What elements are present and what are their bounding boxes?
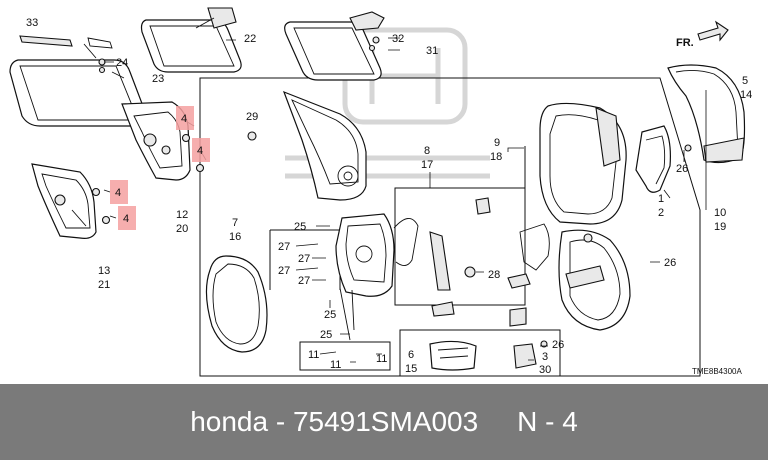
callout-27c: 27 (278, 265, 290, 277)
callout-31: 31 (426, 45, 438, 57)
callout-32: 32 (392, 33, 404, 45)
callout-11b: 11 (330, 359, 341, 371)
callout-9: 9 (494, 137, 500, 149)
small-parts-6-3 (429, 340, 548, 371)
callout-16: 16 (229, 231, 241, 243)
assembly-frames (199, 77, 701, 377)
callout-27d: 27 (298, 275, 310, 287)
garnish-part-12 (121, 101, 205, 181)
callout-4a: 4 (181, 113, 187, 125)
garnish-part-13 (31, 163, 111, 239)
callout-5: 5 (742, 75, 748, 87)
callout-6: 6 (408, 349, 414, 361)
callout-26a: 26 (676, 163, 688, 175)
callout-4d: 4 (123, 213, 129, 225)
callout-4b: 4 (197, 145, 203, 157)
parts-diagram: 33 24 23 22 32 31 5 14 29 4 4 4 4 12 20 … (9, 7, 753, 377)
callout-11c: 11 (376, 353, 387, 365)
callout-11a: 11 (308, 349, 319, 361)
mirror-glass (205, 255, 268, 353)
callout-21: 21 (98, 279, 110, 291)
mirror-actuator (335, 197, 550, 341)
callout-23: 23 (152, 73, 164, 85)
footer-bar: honda - 75491SMA003 N - 4 (0, 384, 768, 460)
callout-13: 13 (98, 265, 110, 277)
callout-19: 19 (714, 221, 726, 233)
callout-29: 29 (246, 111, 258, 123)
inner-mirror-part-22 (140, 7, 242, 73)
callout-33: 33 (26, 17, 38, 29)
callout-2: 2 (658, 207, 664, 219)
callout-8: 8 (424, 145, 430, 157)
turn-signal-part-1 (635, 125, 692, 193)
callout-17: 17 (421, 159, 433, 171)
front-direction-label: FR. (676, 37, 694, 49)
highlight-boxes (110, 106, 210, 230)
highlight-box-4d (118, 206, 136, 230)
highlight-box-4a (176, 106, 194, 130)
mirror-housing (539, 102, 627, 225)
callout-26c: 26 (552, 339, 564, 351)
diagram-code: TME8B4300A (692, 367, 742, 376)
mirror-base-cover (282, 90, 367, 201)
callout-30: 30 (539, 364, 551, 376)
callout-7: 7 (232, 217, 238, 229)
highlight-box-4b (192, 138, 210, 162)
parts-diagram-svg: 33 24 23 22 32 31 5 14 29 4 4 4 4 12 20 … (9, 7, 752, 377)
callout-4c: 4 (115, 187, 121, 199)
callout-12: 12 (176, 209, 188, 221)
callout-27b: 27 (298, 253, 310, 265)
callout-1: 1 (658, 193, 664, 205)
callout-25c: 25 (320, 329, 332, 341)
front-direction-arrow (697, 20, 729, 42)
part-number-caption: honda - 75491SMA003 N - 4 (190, 406, 578, 437)
callout-25a: 25 (294, 221, 306, 233)
callout-14: 14 (740, 89, 752, 101)
callout-labels: 33 24 23 22 32 31 5 14 29 4 4 4 4 12 20 … (26, 17, 752, 376)
callout-24: 24 (116, 57, 128, 69)
callout-3: 3 (542, 351, 548, 363)
callout-25b: 25 (324, 309, 336, 321)
callout-28: 28 (488, 269, 500, 281)
mirror-lower-cover (558, 229, 631, 331)
highlight-box-4c (110, 180, 128, 204)
callout-26b: 26 (664, 257, 676, 269)
callout-18: 18 (490, 151, 502, 163)
callout-20: 20 (176, 223, 188, 235)
clip-part-29 (247, 131, 257, 141)
callout-10: 10 (714, 207, 726, 219)
inner-mirror-part-31 (284, 11, 385, 81)
callout-22: 22 (244, 33, 256, 45)
callout-27a: 27 (278, 241, 290, 253)
callout-15: 15 (405, 363, 417, 375)
